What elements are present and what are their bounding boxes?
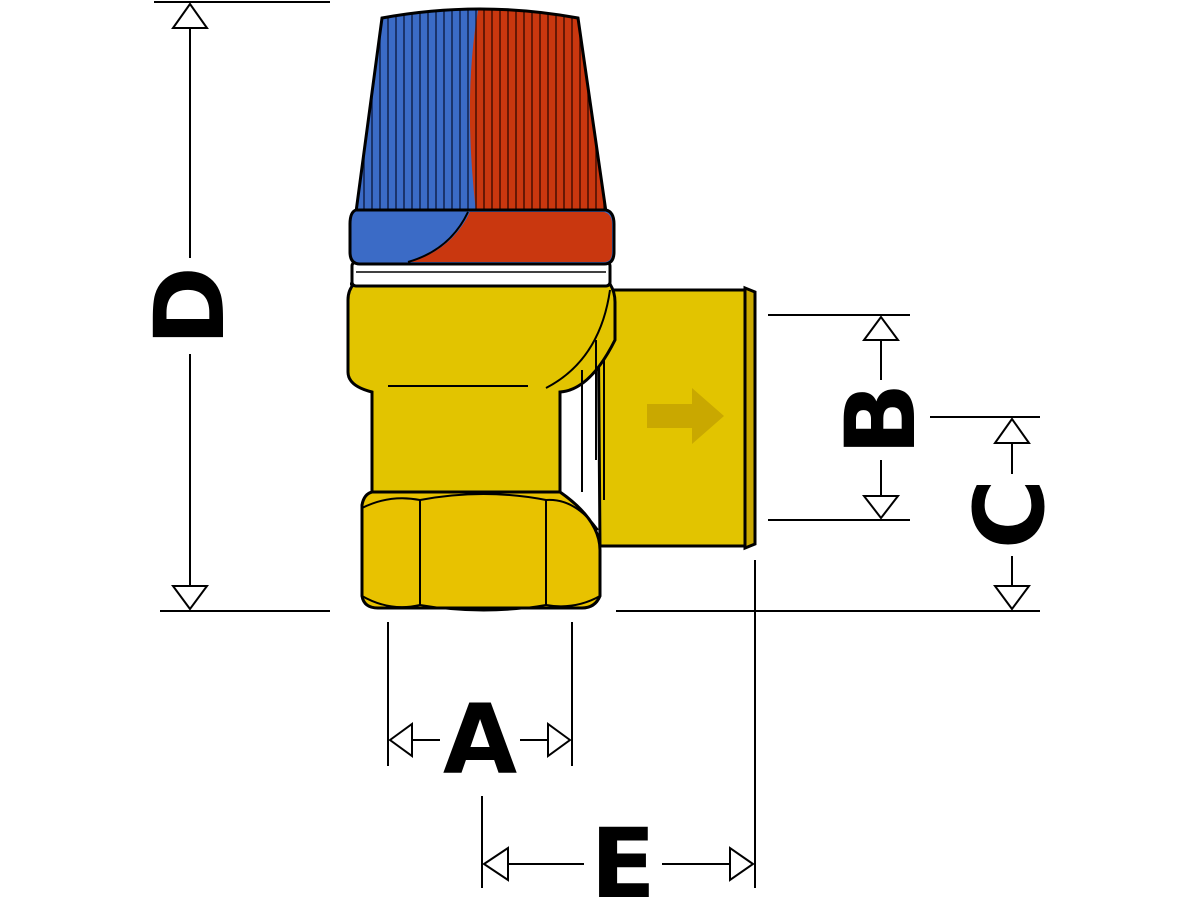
dimension-e-label: E xyxy=(590,808,656,900)
outlet-thread xyxy=(743,285,757,551)
dimension-b: B xyxy=(768,314,937,521)
dimension-e: E xyxy=(481,560,756,900)
dimension-c-arrow-bottom xyxy=(993,585,1031,611)
knob-collar xyxy=(350,260,612,288)
dimension-d-label: D xyxy=(134,266,246,346)
dimension-d-arrow-bottom xyxy=(171,585,209,611)
dimension-a-arrow-right xyxy=(547,722,572,758)
dimension-e-arrow-left xyxy=(482,846,509,882)
dimension-c-arrow-top xyxy=(993,417,1031,444)
dimension-b-arrow-top xyxy=(862,315,900,341)
dimension-b-arrow-bottom xyxy=(861,495,901,520)
dimension-b-label: B xyxy=(825,382,937,455)
dimension-d: D xyxy=(134,1,330,612)
adjustment-knob xyxy=(348,7,616,288)
dimension-a-label: A xyxy=(443,684,517,796)
dimension-a: A xyxy=(387,622,573,796)
dimension-c: C xyxy=(616,416,1066,612)
dimension-c-label: C xyxy=(954,479,1066,549)
dimension-e-arrow-right xyxy=(729,846,755,882)
upper-body xyxy=(346,282,617,494)
hex-nut xyxy=(360,490,602,610)
dimension-d-arrow-top xyxy=(171,2,209,29)
arrow-right-icon xyxy=(647,388,724,444)
dimension-a-arrow-left xyxy=(388,722,413,758)
valve-body xyxy=(346,282,757,612)
